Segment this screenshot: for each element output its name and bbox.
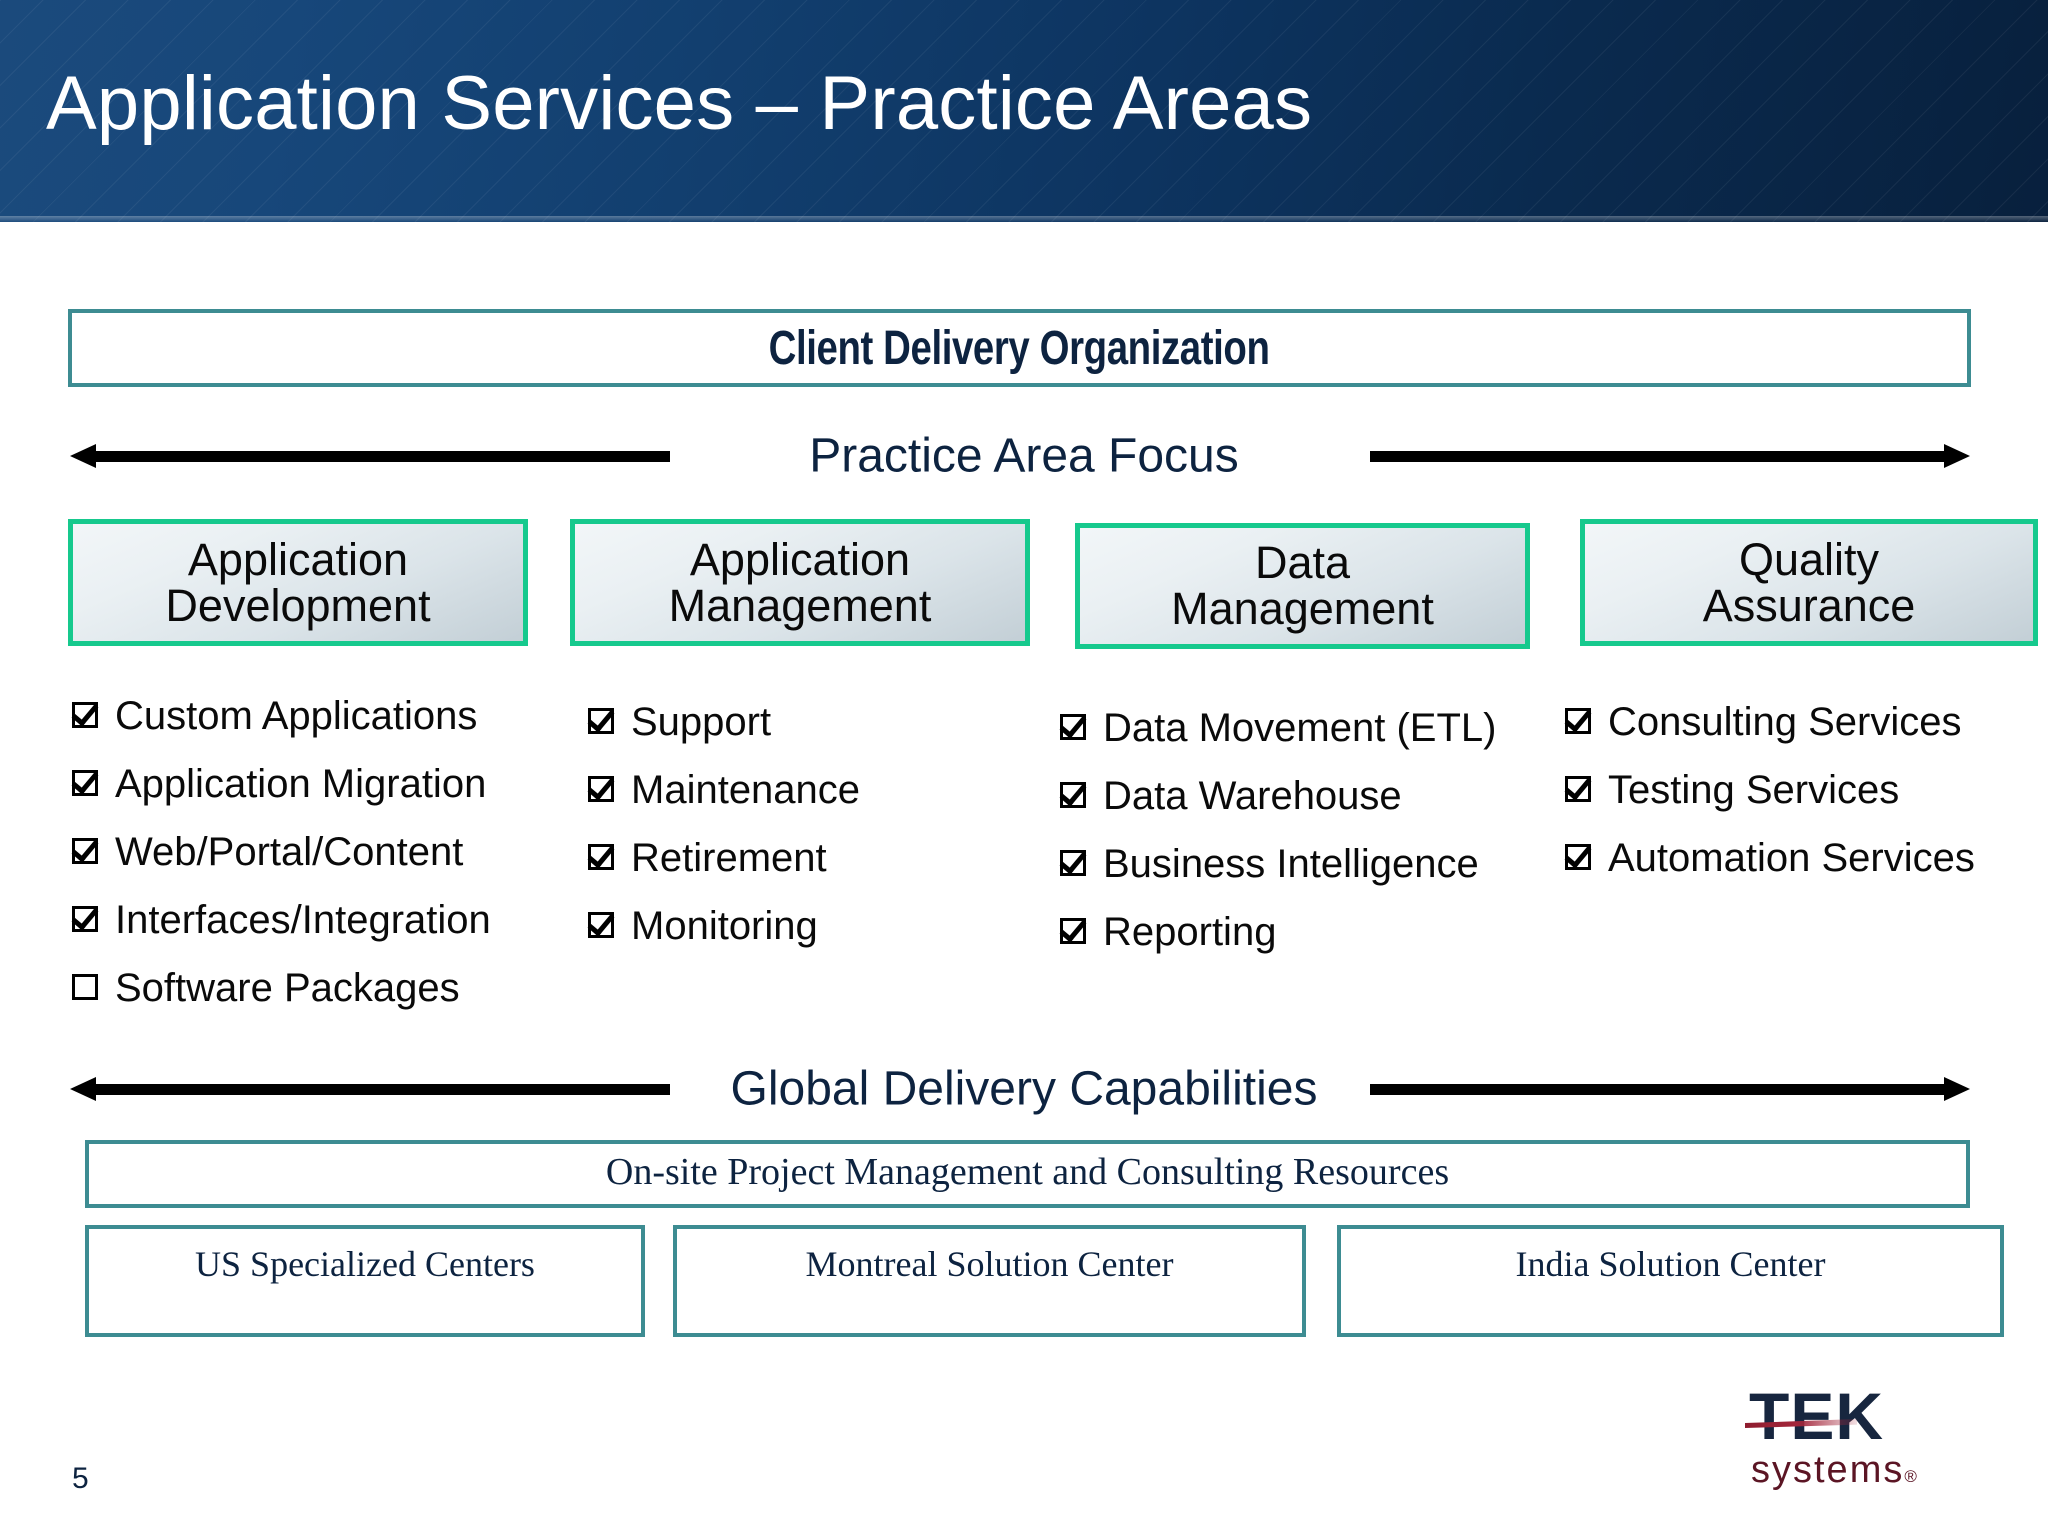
checklist-application-management: Support Maintenance Retirement Monitorin… [588,696,988,968]
client-delivery-organization-label: Client Delivery Organization [769,321,1270,375]
logo-tek-wordmark: TEK [1749,1379,1884,1453]
arrow-left-icon [70,444,670,468]
arrow-right-icon [1370,444,1970,468]
checkbox-checked-icon[interactable] [1060,782,1086,808]
practice-area-box-application-development[interactable]: Application Development [68,519,528,646]
list-item-label: Software Packages [115,966,460,1010]
list-item[interactable]: Business Intelligence [1060,838,1530,890]
list-item[interactable]: Maintenance [588,764,988,816]
solution-center-box-montreal[interactable]: Montreal Solution Center [673,1225,1306,1337]
checkbox-checked-icon[interactable] [588,708,614,734]
logo-swoosh-icon [1745,1419,1857,1428]
list-item-label: Data Warehouse [1103,774,1402,818]
list-item-label: Interfaces/Integration [115,898,491,942]
slide-header-banner: Application Services – Practice Areas [0,0,2048,222]
practice-area-title: Application Management [668,533,932,631]
checkbox-checked-icon[interactable] [72,770,98,796]
practice-area-focus-label: Practice Area Focus [809,429,1239,483]
logo-systems-text: systems [1751,1449,1905,1491]
list-item[interactable]: Automation Services [1565,832,2035,884]
list-item-label: Business Intelligence [1103,842,1479,886]
checkbox-checked-icon[interactable] [1565,844,1591,870]
checkbox-checked-icon[interactable] [588,912,614,938]
global-delivery-capabilities-row: Global Delivery Capabilities [0,1058,2048,1120]
list-item-label: Retirement [631,836,827,880]
checklist-application-development: Custom Applications Application Migratio… [72,690,542,1030]
list-item-label: Application Migration [115,762,487,806]
checkbox-unchecked-icon[interactable] [72,974,98,1000]
practice-area-title: Quality Assurance [1702,533,1916,631]
list-item[interactable]: Support [588,696,988,748]
checkbox-checked-icon[interactable] [588,844,614,870]
teksystems-logo: TEK systems® [1743,1383,1933,1495]
checkbox-checked-icon[interactable] [72,838,98,864]
solution-center-box-us[interactable]: US Specialized Centers [85,1225,645,1337]
solution-center-label: US Specialized Centers [195,1244,535,1284]
page-title: Application Services – Practice Areas [46,61,1313,146]
checkbox-checked-icon[interactable] [588,776,614,802]
onsite-resources-box: On-site Project Management and Consultin… [85,1140,1970,1208]
checkbox-checked-icon[interactable] [1060,918,1086,944]
practice-area-box-data-management[interactable]: Data Management [1075,523,1530,649]
list-item[interactable]: Retirement [588,832,988,884]
list-item[interactable]: Reporting [1060,906,1530,958]
page-number: 5 [72,1462,89,1495]
practice-area-box-quality-assurance[interactable]: Quality Assurance [1580,519,2038,646]
list-item-label: Reporting [1103,910,1277,954]
list-item-label: Maintenance [631,768,861,812]
list-item[interactable]: Interfaces/Integration [72,894,542,946]
list-item[interactable]: Data Movement (ETL) [1060,702,1530,754]
registered-mark-icon: ® [1904,1467,1919,1486]
list-item[interactable]: Application Migration [72,758,542,810]
list-item-label: Monitoring [631,904,818,948]
checkbox-checked-icon[interactable] [1565,776,1591,802]
list-item[interactable]: Consulting Services [1565,696,2035,748]
practice-area-title: Application Development [165,533,431,631]
arrow-right-icon [1370,1077,1970,1101]
list-item-label: Data Movement (ETL) [1103,706,1497,750]
list-item-label: Testing Services [1608,768,1900,812]
arrow-left-icon [70,1077,670,1101]
checkbox-checked-icon[interactable] [1060,850,1086,876]
practice-area-box-application-management[interactable]: Application Management [570,519,1030,646]
checkbox-checked-icon[interactable] [1565,708,1591,734]
checklist-data-management: Data Movement (ETL) Data Warehouse Busin… [1060,702,1530,974]
list-item-label: Web/Portal/Content [115,830,464,874]
list-item[interactable]: Monitoring [588,900,988,952]
checkbox-checked-icon[interactable] [72,702,98,728]
list-item[interactable]: Custom Applications [72,690,542,742]
global-delivery-capabilities-label: Global Delivery Capabilities [730,1062,1318,1116]
practice-area-title: Data Management [1171,537,1434,634]
logo-systems-wordmark: systems® [1743,1451,1933,1489]
list-item[interactable]: Web/Portal/Content [72,826,542,878]
checkbox-checked-icon[interactable] [1060,714,1086,740]
solution-center-box-india[interactable]: India Solution Center [1337,1225,2004,1337]
solution-center-label: India Solution Center [1515,1244,1826,1284]
list-item-label: Consulting Services [1608,700,1962,744]
list-item[interactable]: Testing Services [1565,764,2035,816]
checkbox-checked-icon[interactable] [72,906,98,932]
solution-center-label: Montreal Solution Center [805,1244,1174,1284]
list-item-label: Support [631,700,772,744]
list-item-label: Automation Services [1608,836,1975,880]
onsite-resources-label: On-site Project Management and Consultin… [605,1151,1450,1193]
client-delivery-organization-box: Client Delivery Organization [68,309,1971,387]
list-item[interactable]: Data Warehouse [1060,770,1530,822]
practice-area-focus-row: Practice Area Focus [0,425,2048,487]
list-item[interactable]: Software Packages [72,962,542,1014]
checklist-quality-assurance: Consulting Services Testing Services Aut… [1565,696,2035,900]
list-item-label: Custom Applications [115,694,478,738]
